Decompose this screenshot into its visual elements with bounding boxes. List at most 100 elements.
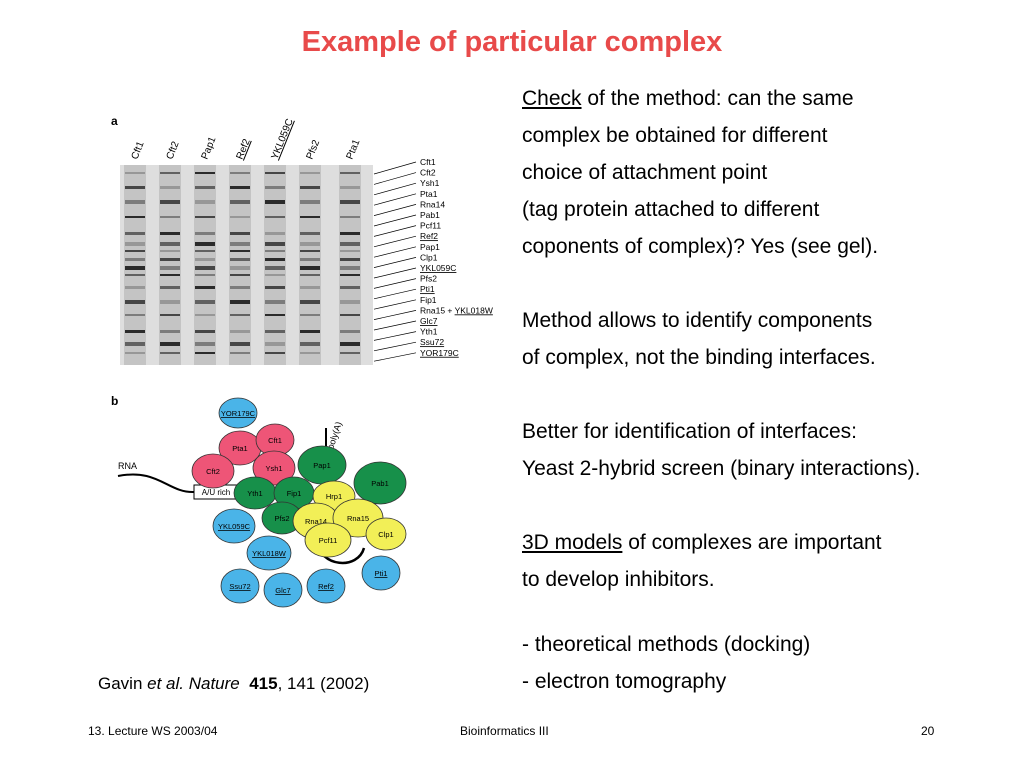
band-label: Ref2: [420, 231, 438, 241]
gel-band: [160, 172, 180, 174]
gel-lane: [194, 165, 216, 365]
gel-band: [230, 266, 250, 270]
gel-lane: [229, 165, 251, 365]
gel-band: [125, 330, 145, 333]
gel-band: [230, 274, 250, 276]
gel-band: [340, 250, 360, 252]
protein-label: Fip1: [287, 489, 302, 498]
gel-band: [195, 242, 215, 246]
gel-band: [125, 172, 145, 174]
panel-b-label: b: [111, 394, 118, 408]
band-label: Rna14: [420, 199, 445, 209]
gel-band: [265, 330, 285, 333]
gel-band: [230, 242, 250, 246]
gel-band: [340, 274, 360, 276]
band-label: Pti1: [420, 284, 435, 294]
band-leader-line: [373, 278, 417, 289]
band-label: YOR179C: [420, 348, 459, 358]
check-line: Check of the method: can the same: [522, 87, 854, 110]
gel-band: [340, 186, 360, 189]
band-label: Ysh1: [420, 178, 440, 188]
gel-band: [230, 286, 250, 289]
gel-band: [340, 172, 360, 174]
gel-band: [340, 266, 360, 270]
protein-label: Ssu72: [229, 582, 250, 591]
lane-label: YKL059C: [270, 117, 296, 161]
gel-band: [265, 172, 285, 174]
band-label: Pab1: [420, 210, 440, 220]
band-leader-line: [373, 320, 417, 331]
gel-band: [230, 186, 250, 189]
band-leader-line: [373, 246, 417, 258]
protein-subunit: [191, 453, 235, 489]
gel-band: [265, 258, 285, 261]
gel-band: [300, 352, 320, 354]
gel-band: [340, 216, 360, 218]
gel-band: [265, 232, 285, 235]
gel-band: [265, 216, 285, 218]
gel-band: [160, 216, 180, 218]
gel-band: [230, 232, 250, 235]
gel-band: [300, 232, 320, 235]
band-leader-line: [373, 214, 417, 227]
gel-band: [340, 342, 360, 346]
gel-band: [195, 258, 215, 261]
protein-label: Rna14: [305, 517, 327, 526]
gel-band: [265, 242, 285, 246]
protein-subunit: [353, 461, 407, 505]
band-label: Glc7: [420, 316, 438, 326]
check-keyword[interactable]: Check: [522, 87, 582, 110]
gel-band: [195, 216, 215, 218]
gel-band: [265, 186, 285, 189]
gel-band: [160, 250, 180, 252]
protein-label: Rna15: [347, 514, 369, 523]
models-keyword[interactable]: 3D models: [522, 531, 623, 554]
gel-band: [160, 330, 180, 333]
gel-band: [300, 342, 320, 346]
protein-subunit: [252, 450, 296, 486]
band-leader-line: [373, 267, 417, 279]
protein-label: Hrp1: [326, 492, 342, 501]
gel-band: [195, 186, 215, 189]
gel-band: [195, 232, 215, 235]
gel-band: [340, 286, 360, 289]
band-labels: Cft1Cft2Ysh1Pta1Rna14Pab1Pcf11Ref2Pap1Cl…: [373, 157, 493, 362]
gel-band: [160, 200, 180, 204]
gel-band: [265, 286, 285, 289]
lane-label: Cft2: [165, 140, 182, 162]
polya-label: poly(A): [325, 420, 343, 450]
gel-band: [125, 286, 145, 289]
gel-lane: [159, 165, 181, 365]
protein-subunit: [365, 517, 407, 551]
gel-band: [160, 352, 180, 354]
gel-band: [160, 266, 180, 270]
gel-band: [340, 200, 360, 204]
gel-band: [125, 232, 145, 235]
band-leader-line: [373, 310, 417, 320]
bullet-docking: - theoretical methods (docking): [522, 633, 811, 656]
gel-band: [125, 300, 145, 304]
band-leader-line: [373, 341, 417, 352]
gel-band: [340, 352, 360, 354]
protein-label: Yth1: [247, 489, 262, 498]
gel-band: [340, 232, 360, 235]
band-leader-line: [373, 204, 417, 216]
gel-band: [300, 242, 320, 246]
band-label: Clp1: [420, 252, 438, 262]
gel-band: [300, 266, 320, 270]
gel-band: [265, 200, 285, 204]
band-leader-line: [373, 161, 417, 175]
protein-subunit: [220, 568, 260, 604]
protein-label: Clp1: [378, 530, 393, 539]
gel-band: [265, 266, 285, 270]
protein-label: Ysh1: [265, 464, 282, 473]
gel-band: [265, 250, 285, 252]
gel-lane: [339, 165, 361, 365]
lane-label: Cft1: [130, 140, 147, 162]
lane-label: Ref2: [235, 137, 253, 161]
gel-lane: [264, 165, 286, 365]
gel-band: [195, 286, 215, 289]
gel-band: [160, 314, 180, 316]
